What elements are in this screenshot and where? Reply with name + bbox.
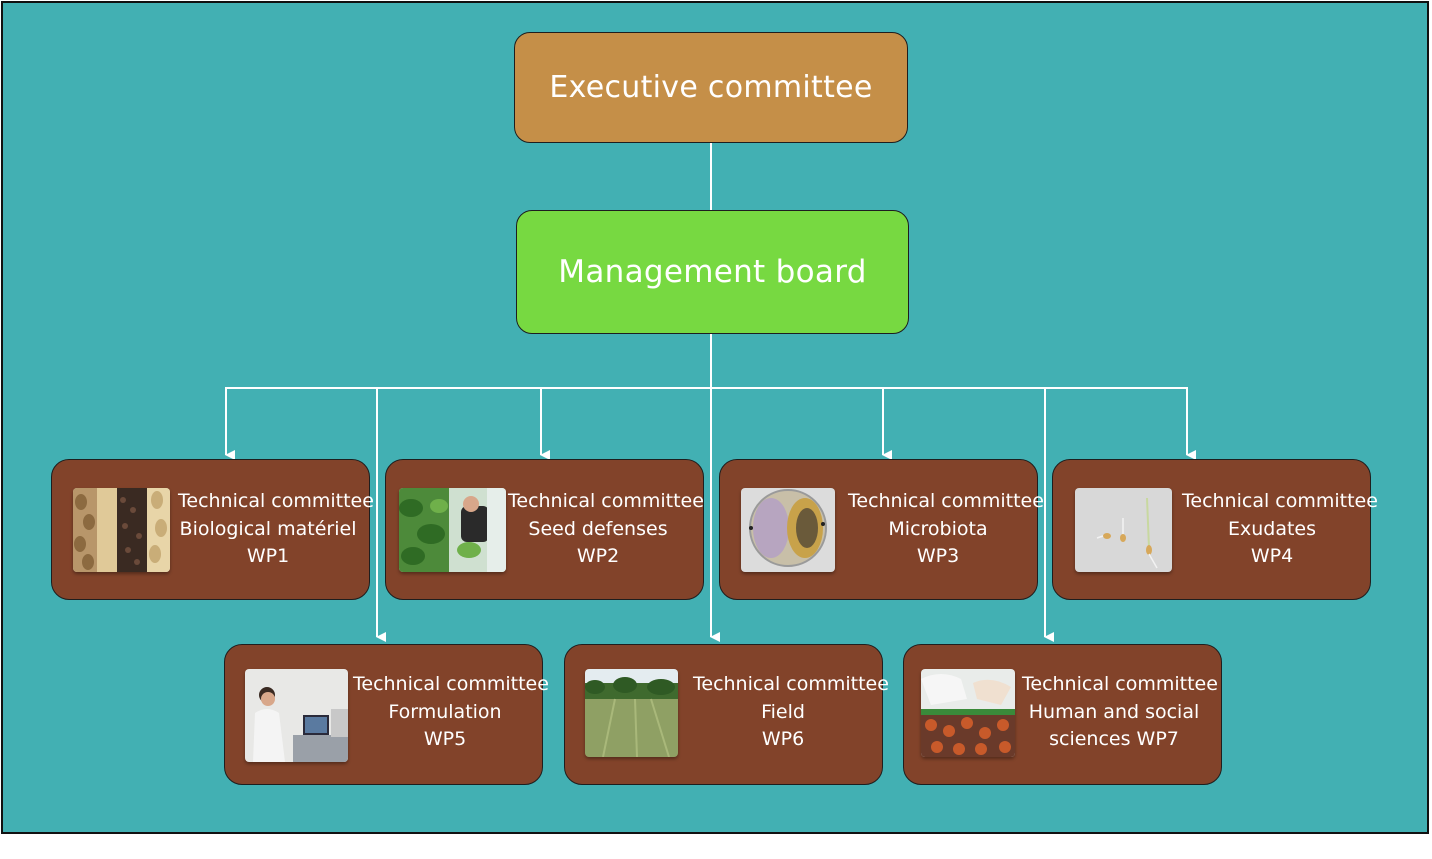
committee-box-wp5: Technical committee Formulation WP5: [224, 644, 549, 785]
committee-topic: Seed defenses: [528, 517, 668, 540]
seeds-photo: [73, 488, 170, 572]
committee-title: Technical committee: [693, 673, 889, 695]
committee-wp: WP6: [761, 728, 805, 750]
committee-topic: Human and social: [1028, 700, 1200, 723]
plants-researcher-photo: [399, 488, 506, 572]
committee-text-wp2: Technical committee Seed defenses WP2: [508, 488, 704, 571]
committee-wp: WP5: [423, 728, 467, 750]
committee-text-wp7: Technical committee Human and social sci…: [1022, 671, 1218, 754]
committee-wp: WP3: [916, 545, 960, 567]
committee-text-wp6: Technical committee Field WP6: [693, 671, 889, 754]
committee-topic: Field: [761, 700, 805, 723]
committee-wp: sciences WP7: [1049, 728, 1179, 750]
petri-dish-photo: [741, 488, 835, 572]
committee-text-wp1: Technical committee Biological matériel …: [178, 488, 374, 571]
committee-box-wp2: Technical committee Seed defenses WP2: [385, 459, 704, 600]
committee-box-wp6: Technical committee Field WP6: [564, 644, 889, 785]
committee-text-wp4: Technical committee Exudates WP4: [1182, 488, 1378, 571]
management-board-label: Management board: [558, 254, 867, 290]
executive-committee-box: Executive committee: [514, 32, 908, 143]
committee-topic: Biological matériel: [179, 517, 357, 540]
committee-title: Technical committee: [178, 490, 374, 512]
committee-title: Technical committee: [508, 490, 704, 512]
germinating-seeds-photo: [1075, 488, 1172, 572]
field-photo: [585, 669, 678, 757]
committee-title: Technical committee: [1182, 490, 1378, 512]
committee-wp: WP1: [246, 545, 290, 567]
committee-title: Technical committee: [848, 490, 1044, 512]
committee-title: Technical committee: [353, 673, 549, 695]
committee-wp: WP2: [576, 545, 620, 567]
committee-title: Technical committee: [1022, 673, 1218, 695]
seed-sorting-photo: [921, 669, 1015, 757]
committee-box-wp1: Technical committee Biological matériel …: [51, 459, 374, 600]
management-board-box: Management board: [516, 210, 909, 334]
committee-box-wp4: Technical committee Exudates WP4: [1052, 459, 1378, 600]
committee-topic: Microbiota: [888, 517, 988, 540]
committee-text-wp5: Technical committee Formulation WP5: [353, 671, 549, 754]
committee-wp: WP4: [1250, 545, 1294, 567]
committee-box-wp3: Technical committee Microbiota WP3: [719, 459, 1044, 600]
lab-researcher-photo: [245, 669, 348, 762]
committee-topic: Exudates: [1227, 517, 1317, 540]
committee-topic: Formulation: [388, 700, 502, 723]
committee-box-wp7: Technical committee Human and social sci…: [903, 644, 1222, 785]
executive-committee-label: Executive committee: [549, 70, 873, 105]
committee-text-wp3: Technical committee Microbiota WP3: [848, 488, 1044, 571]
